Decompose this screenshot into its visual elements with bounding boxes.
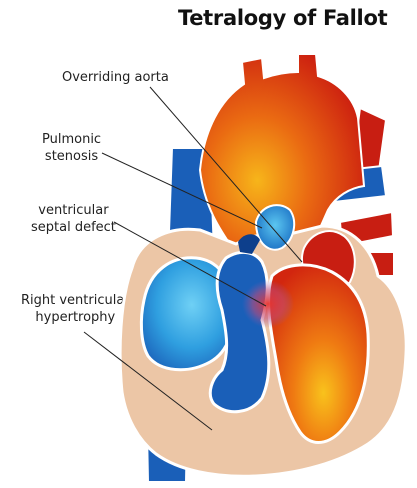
ventricular-septal-defect <box>242 280 294 328</box>
